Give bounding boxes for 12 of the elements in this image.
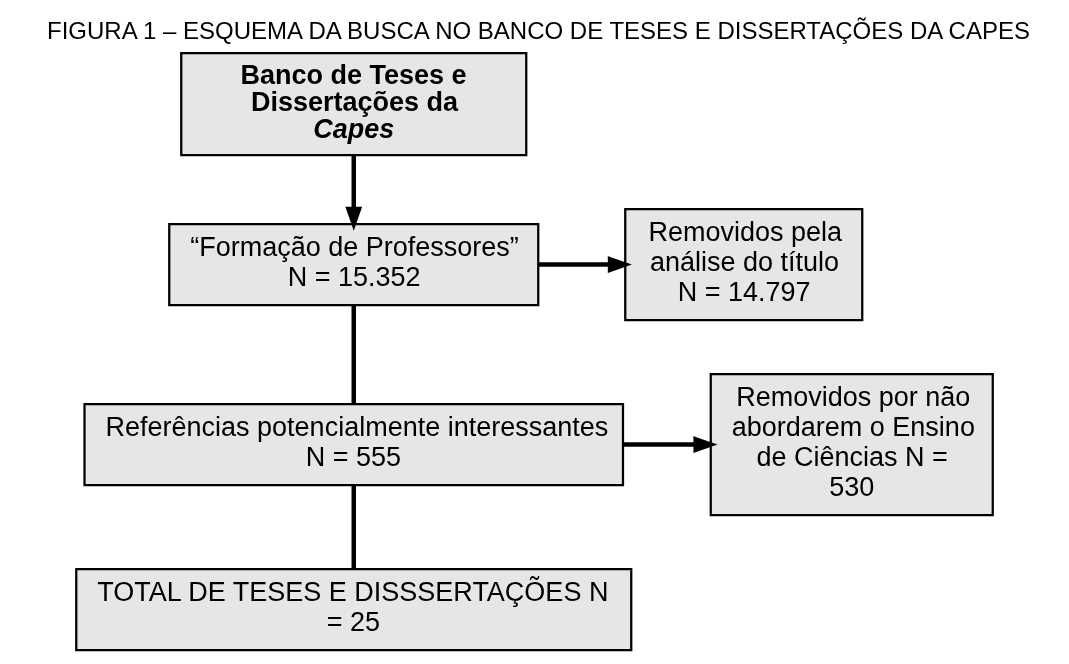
node-box: Removidos pela análise do título N = 14.797 bbox=[624, 207, 864, 322]
node-box: Referências potencialmente interessantes N = 555 bbox=[83, 402, 625, 487]
arrow bbox=[345, 155, 363, 231]
connector bbox=[351, 305, 356, 404]
node-box: Banco de Teses e Dissertações da Capes bbox=[180, 51, 528, 157]
connector bbox=[351, 485, 356, 569]
node-box: TOTAL DE TESES E DISSSERTAÇÕES N = 25 bbox=[75, 567, 633, 652]
arrow bbox=[623, 436, 718, 453]
arrow bbox=[538, 256, 632, 273]
node-box: “Formação de Professores” N = 15.352 bbox=[168, 222, 540, 307]
diagram-title: FIGURA 1 – ESQUEMA DA BUSCA NO BANCO DE TESES E DISSERTAÇÕES DA CAPES bbox=[47, 17, 1030, 45]
node-box: Removidos por não abordarem o Ensino de Ciências N = 530 bbox=[709, 372, 994, 517]
